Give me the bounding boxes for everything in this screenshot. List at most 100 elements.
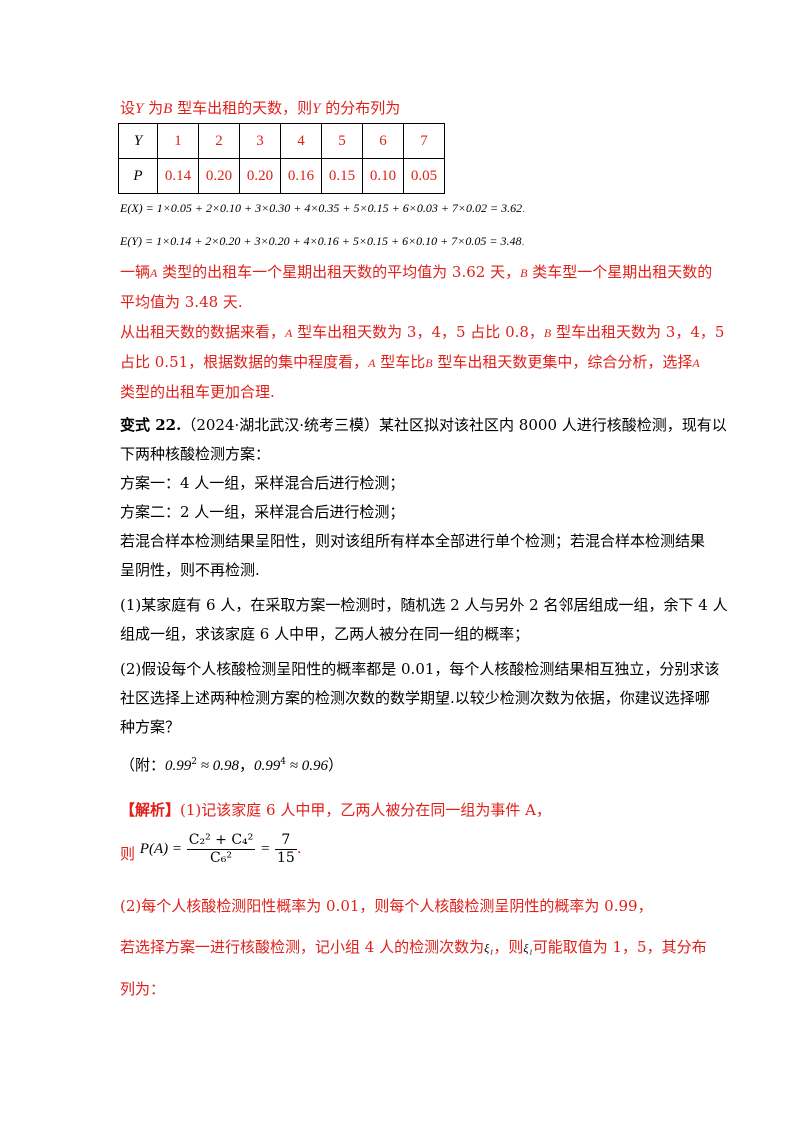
var-y: Y	[312, 101, 321, 117]
plan-1: 方案一：4 人一组，采样混合后进行检测；	[120, 474, 405, 492]
text: 为	[143, 99, 164, 117]
numerator: 7	[274, 832, 297, 850]
question-1a: (1)某家庭有 6 人，在采取方案一检测时，随机选 2 人与另外 2 名邻居组成…	[120, 596, 728, 614]
table-cell: 0.15	[321, 158, 363, 194]
text: (1)记该家庭 6 人中甲，乙两人被分在同一组为事件 A，	[180, 801, 551, 819]
text: .	[521, 234, 525, 248]
note-base: 0.99	[165, 758, 192, 774]
question-2a: (2)假设每个人核酸检测呈阳性的概率都是 0.01，每个人核酸检测结果相互独立，…	[120, 660, 720, 678]
text: 型车出租的天数，则	[172, 99, 313, 117]
table-cell: 0.10	[362, 158, 404, 194]
var-y: Y	[135, 101, 144, 117]
conclusion-line-2: 平均值为 3.48 天.	[120, 293, 243, 311]
formula-text: E(X) = 1×0.05 + 2×0.10 + 3×0.30 + 4×0.35…	[120, 201, 523, 215]
solution-line-2: (2)每个人核酸检测阳性概率为 0.01，则每个人核酸检测呈阴性的概率为 0.9…	[120, 897, 653, 915]
question-1b: 组成一组，求该家庭 6 人中甲，乙两人被分在同一组的概率；	[120, 625, 530, 643]
table-cell: 0.20	[198, 158, 240, 194]
table-cell: 0.20	[239, 158, 281, 194]
plan-2: 方案二：2 人一组，采样混合后进行检测；	[120, 503, 405, 521]
question-2c: 种方案？	[120, 718, 181, 736]
table-cell: 0.05	[403, 158, 445, 194]
var-a: A	[285, 326, 293, 340]
problem-line-1: 变式 22.（2024·湖北武汉·统考三模）某社区拟对该社区内 8000 人进行…	[120, 415, 727, 435]
var-a: A	[150, 266, 158, 280]
conclusion-line-1: 一辆A 类型的出租车一个星期出租天数的平均值为 3.62 天，B 类车型一个星期…	[120, 262, 712, 283]
formula-text: E(Y) = 1×0.14 + 2×0.20 + 3×0.20 + 4×0.16…	[120, 234, 522, 248]
note-val: ≈ 0.96	[285, 758, 328, 774]
table-cell: 6	[362, 123, 404, 159]
var-xi: ξ₁	[484, 941, 494, 955]
intro-line: 设Y 为B 型车出租的天数，则Y 的分布列为	[120, 98, 400, 119]
text: ，则	[493, 938, 524, 956]
text: .	[296, 839, 302, 857]
text: ）	[327, 756, 343, 774]
table-cell: 1	[157, 123, 199, 159]
text: 的分布列为	[320, 99, 401, 117]
var-b: B	[520, 266, 528, 280]
text: 从出租天数的数据来看，	[120, 323, 286, 341]
text: 则	[120, 845, 136, 863]
text: 占比 0.51，根据数据的集中程度看，	[120, 353, 369, 371]
var-b: B	[543, 326, 552, 340]
conclusion-line-5: 类型的出租车更加合理.	[120, 383, 275, 401]
text: 类型的出租车一个星期出租天数的平均值为 3.62 天，	[157, 263, 521, 281]
note-exp: 4	[280, 757, 286, 767]
table-cell: 4	[280, 123, 322, 159]
formula-lhs: P(A) =	[139, 841, 182, 857]
table-cell: 3	[239, 123, 281, 159]
probability-formula: 则 P(A) = C₂² + C₄² C₆² = 7 15 .	[120, 826, 302, 870]
solution-line-3: 若选择方案一进行核酸检测，记小组 4 人的检测次数为ξ₁，则ξ₁可能取值为 1，…	[120, 937, 707, 958]
table-cell: 0.16	[280, 158, 322, 194]
solution-tag: 【解析】	[120, 801, 181, 819]
question-2b: 社区选择上述两种检测方案的检测次数的数学期望.以较少检测次数为依据，你建议选择哪	[120, 689, 710, 707]
text: 可能取值为 1，5，其分布	[532, 938, 707, 956]
table-row: P 0.14 0.20 0.20 0.16 0.15 0.10 0.05	[118, 158, 445, 194]
text: （附：	[120, 756, 166, 774]
problem-line-2: 下两种核酸检测方案：	[120, 445, 271, 463]
solution-line-4: 列为：	[120, 980, 166, 998]
text: 类车型一个星期出租天数的	[527, 263, 713, 281]
var-a: A	[692, 356, 700, 370]
var-xi: ξ₁	[523, 941, 533, 955]
problem-line-5: 若混合样本检测结果呈阳性，则对该组所有样本全部进行单个检测；若混合样本检测结果	[120, 532, 706, 550]
table-cell: 0.14	[157, 158, 199, 194]
fraction-result: 7 15	[274, 832, 297, 867]
note-val: ≈ 0.98	[197, 758, 239, 774]
table-cell: 7	[403, 123, 445, 159]
problem-label: 变式 22.	[120, 416, 182, 434]
formula-ex: E(X) = 1×0.05 + 2×0.10 + 3×0.30 + 4×0.35…	[120, 198, 525, 218]
equals: =	[260, 841, 271, 857]
fraction: C₂² + C₄² C₆²	[186, 831, 256, 867]
denominator: C₆²	[210, 849, 232, 866]
table-cell: 2	[198, 123, 240, 159]
text: .	[522, 201, 526, 215]
text: 型车出租天数为 3，4，5	[551, 323, 725, 341]
text: 型车比	[375, 353, 426, 371]
note-base: 0.99	[254, 758, 281, 774]
text: 型车出租天数为 3，4，5 占比 0.8，	[292, 323, 544, 341]
text: （2024·湖北武汉·统考三模）某社区拟对该社区内 8000 人进行核酸检测，现…	[181, 416, 727, 434]
text: 一辆	[120, 263, 151, 281]
var-b: B	[425, 356, 433, 370]
var-b: B	[163, 101, 173, 117]
var-a: A	[368, 356, 376, 370]
table-cell: 5	[321, 123, 363, 159]
row-head-p: P	[118, 158, 158, 194]
text: 型车出租天数更集中，综合分析，选择	[432, 353, 693, 371]
row-head-y: Y	[118, 123, 158, 159]
text: 设	[120, 99, 136, 117]
solution-line-1: 【解析】(1)记该家庭 6 人中甲，乙两人被分在同一组为事件 A，	[120, 800, 551, 820]
table-row: Y 1 2 3 4 5 6 7	[118, 123, 445, 159]
distribution-table: Y 1 2 3 4 5 6 7 P 0.14 0.20 0.20 0.16 0.…	[118, 123, 445, 194]
conclusion-line-4: 占比 0.51，根据数据的集中程度看，A 型车比B 型车出租天数更集中，综合分析…	[120, 352, 700, 373]
numerator: C₂² + C₄²	[186, 831, 256, 850]
denominator: 15	[276, 849, 295, 866]
note-line: （附：0.992 ≈ 0.98，0.994 ≈ 0.96）	[120, 752, 343, 776]
problem-line-6: 呈阴性，则不再检测.	[120, 561, 260, 579]
text: ，	[238, 756, 254, 774]
conclusion-line-3: 从出租天数的数据来看，A 型车出租天数为 3，4，5 占比 0.8，B 型车出租…	[120, 322, 724, 343]
note-exp: 2	[191, 757, 197, 767]
text: 若选择方案一进行核酸检测，记小组 4 人的检测次数为	[120, 938, 485, 956]
formula-ey: E(Y) = 1×0.14 + 2×0.20 + 3×0.20 + 4×0.16…	[120, 231, 524, 251]
